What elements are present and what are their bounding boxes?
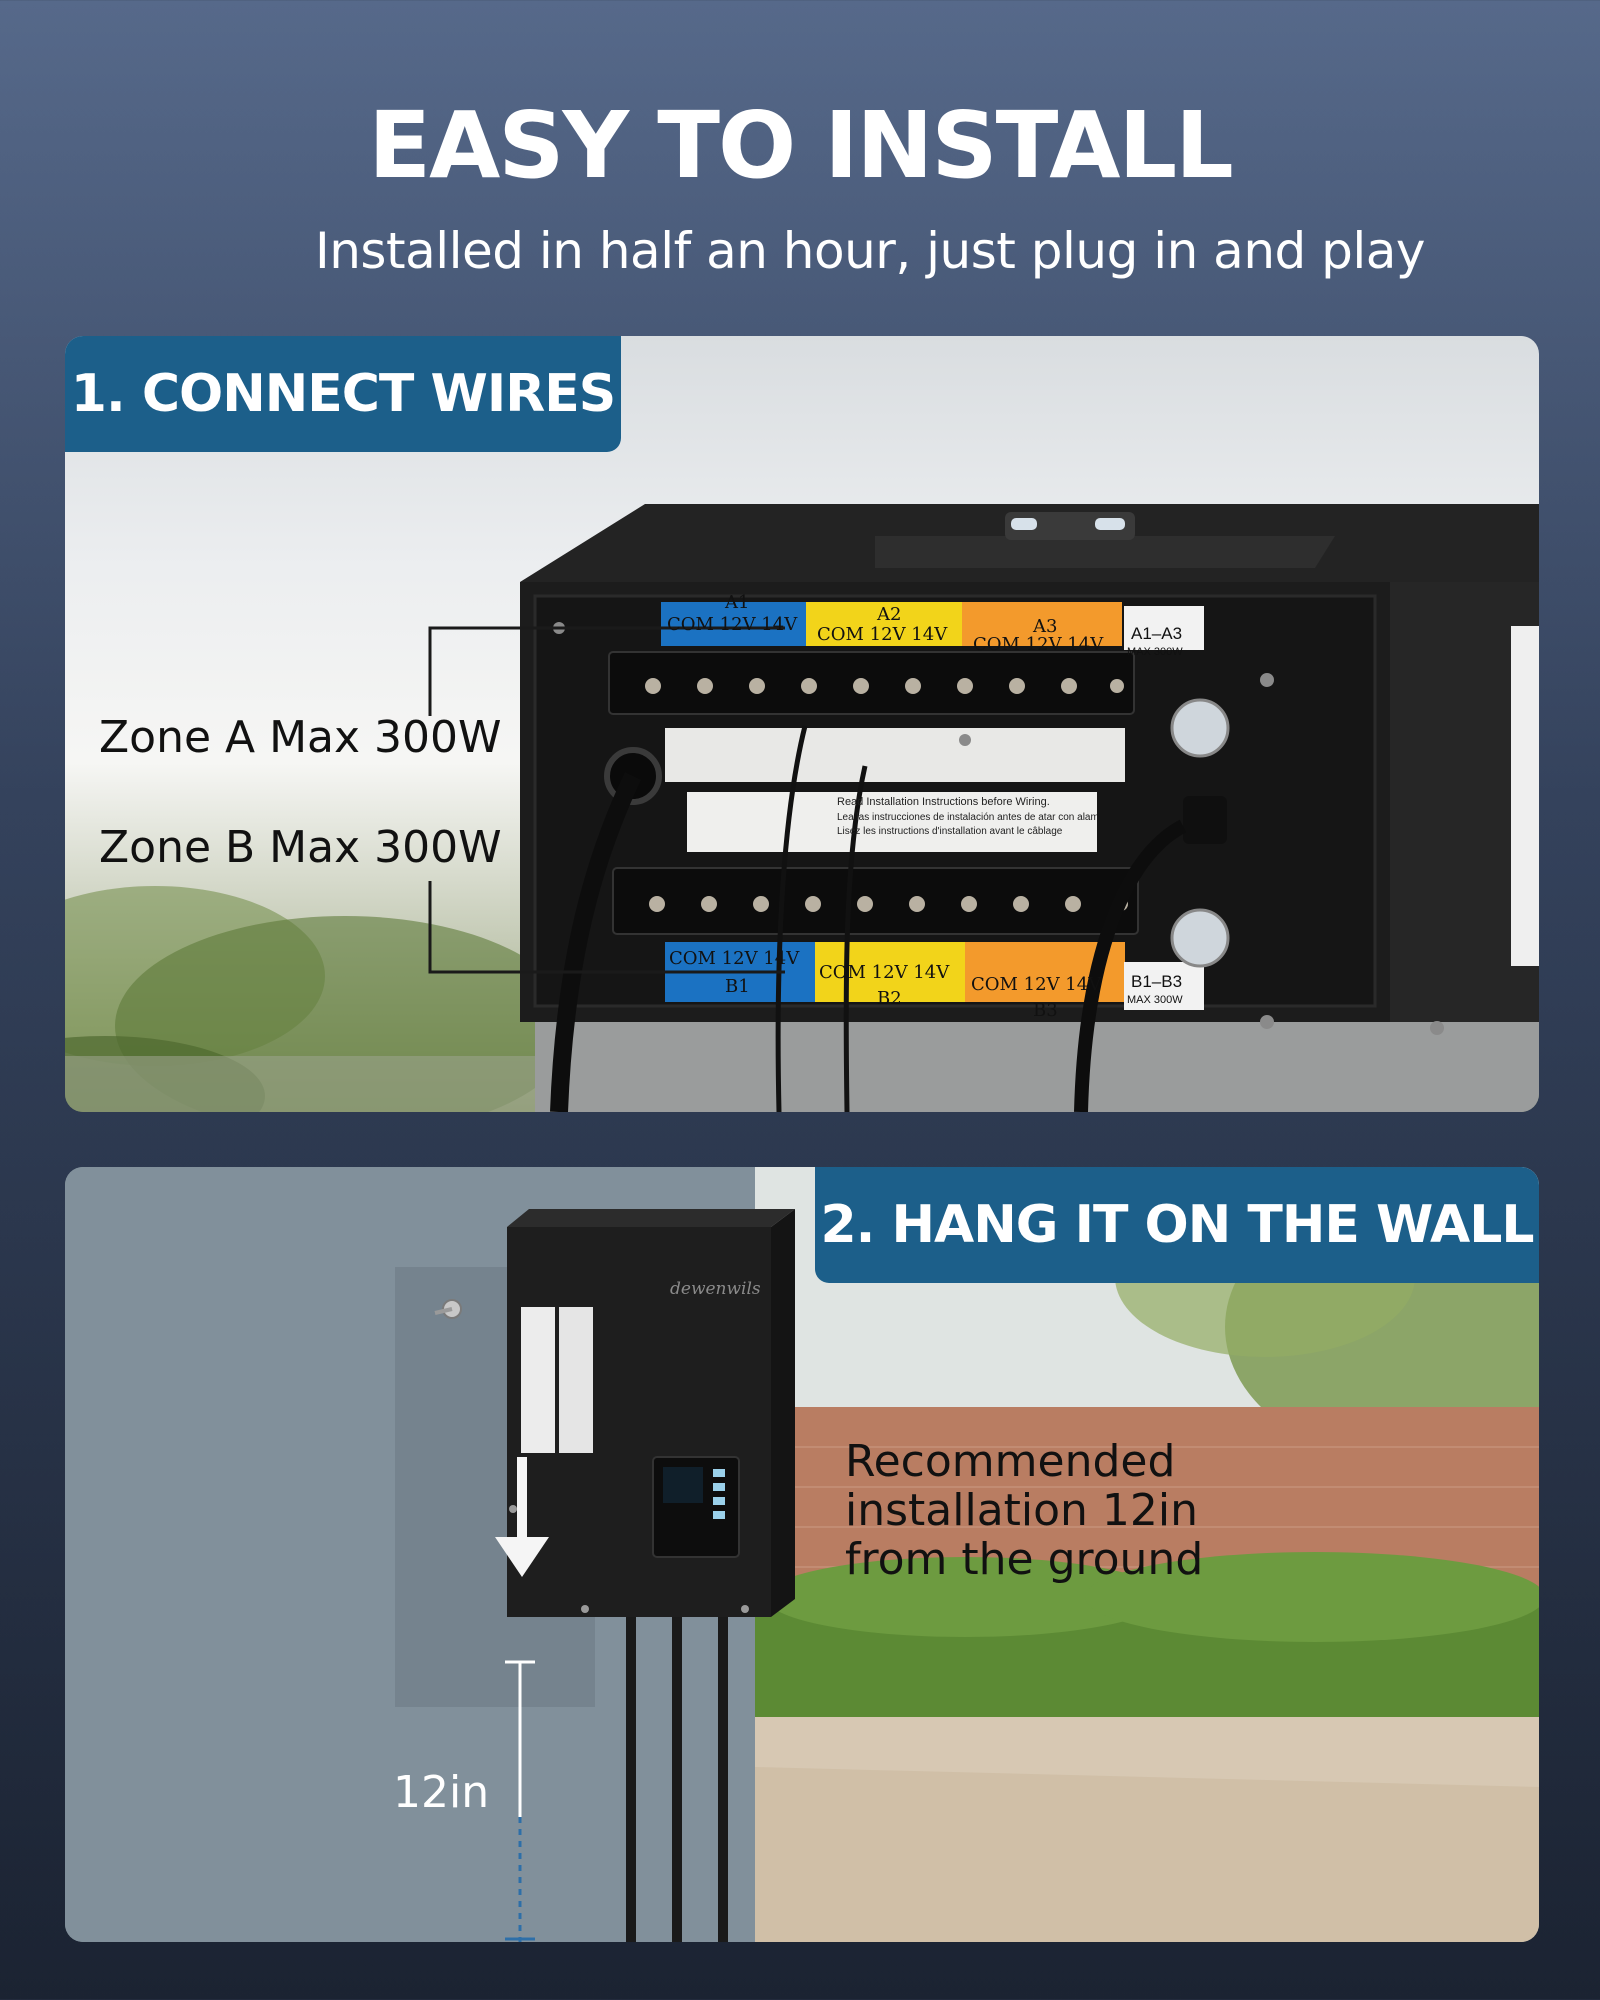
zone-a1-label: A1 (725, 592, 750, 613)
zone-b-max-value: MAX 300W (1127, 994, 1183, 1006)
zone-a-max-value: MAX 300W (1127, 646, 1183, 658)
step1-tag: 1. CONNECT WIRES (65, 336, 621, 452)
page-title: EASY TO INSTALL (368, 92, 1234, 199)
zone-a3-label: A3 (1033, 616, 1058, 637)
step2-tag: 2. HANG IT ON THE WALL (815, 1167, 1539, 1283)
zone-b-callout: Zone B Max 300W (99, 822, 502, 873)
page-subtitle: Installed in half an hour, just plug in … (314, 222, 1426, 280)
zone-a-callout: Zone A Max 300W (99, 712, 502, 763)
wall-mount-illustration (65, 1167, 1539, 1942)
wiring-notice-3: Lisez les instructions d'installation av… (837, 826, 1063, 837)
zone-b3-label: B3 (1033, 1000, 1058, 1021)
zone-a2-label: A2 (877, 604, 902, 625)
height-measure-label: 12in (393, 1767, 490, 1818)
zone-b2-terminals: COM 12V 14V (819, 962, 950, 983)
zone-b-max-name: B1–B3 (1131, 972, 1183, 991)
zone-a3-terminals: COM 12V 14V (973, 634, 1104, 655)
installation-recommendation: Recommended installation 12in from the g… (845, 1436, 1204, 1585)
wiring-notice-2: Lea las instrucciones de instalación ant… (837, 812, 1097, 823)
wall-screw-icon (434, 1299, 462, 1319)
brand-logo: dewenwils (670, 1279, 761, 1299)
wiring-notice-1: Read Installation Instructions before Wi… (837, 796, 1050, 808)
zone-a1-terminals: COM 12V 14V (667, 614, 798, 635)
zone-a-max-name: A1–A3 (1131, 624, 1183, 643)
zone-b1-label: B1 (725, 976, 750, 997)
transformer-closeup-illustration (65, 504, 1539, 1112)
zone-a2-terminals: COM 12V 14V (817, 624, 948, 645)
zone-b3-terminals: COM 12V 14V (971, 974, 1102, 995)
connect-wires-panel: A1 A2 A3 COM 12V 14V COM 12V 14V COM 12V… (65, 336, 1539, 1112)
hang-on-wall-panel: dewenwils 2. HANG IT ON THE WALL Recomme… (65, 1167, 1539, 1942)
down-arrow-icon (495, 1457, 549, 1577)
zone-b1-terminals: COM 12V 14V (669, 948, 800, 969)
zone-b2-label: B2 (877, 988, 902, 1009)
